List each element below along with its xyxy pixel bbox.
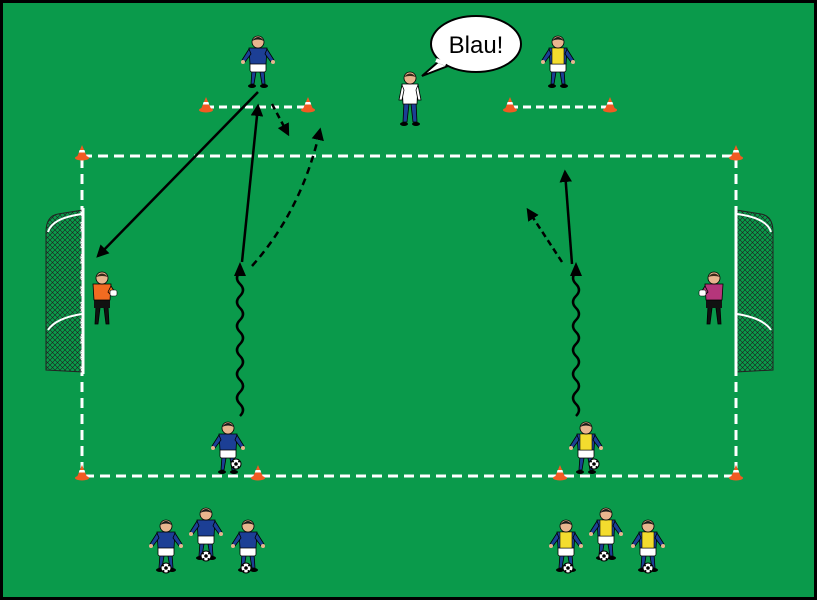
run-arrow-dashed-right [526,207,564,263]
soccer-ball-icon [240,562,252,574]
pass-arrow-up-left [240,103,264,263]
goal-left [45,208,85,374]
soccer-ball-icon [642,562,654,574]
dribble-arrowhead-left [234,262,246,276]
run-arrow-dashed-left [251,127,324,267]
soccer-ball-icon [562,562,574,574]
soccer-ball-icon [230,458,242,470]
pass-arrow-up-right [559,169,574,265]
run-arrow-dashed-top [270,103,290,137]
soccer-ball-icon [160,562,172,574]
coach-call-text: Blau! [449,32,504,59]
goalkeeper-left [92,271,118,325]
soccer-ball-icon [200,550,212,562]
goal-right [734,208,774,374]
dribble-wave-right [571,271,581,417]
speech-bubble: Blau! [421,15,522,77]
soccer-ball-icon [588,458,600,470]
goalkeeper-right [698,271,724,325]
field-boundary [80,154,738,478]
dribble-arrowhead-right [570,262,582,276]
soccer-ball-icon [598,550,610,562]
dribble-wave-left [235,271,245,417]
pass-arrow-to-goalkeeper [96,91,259,258]
